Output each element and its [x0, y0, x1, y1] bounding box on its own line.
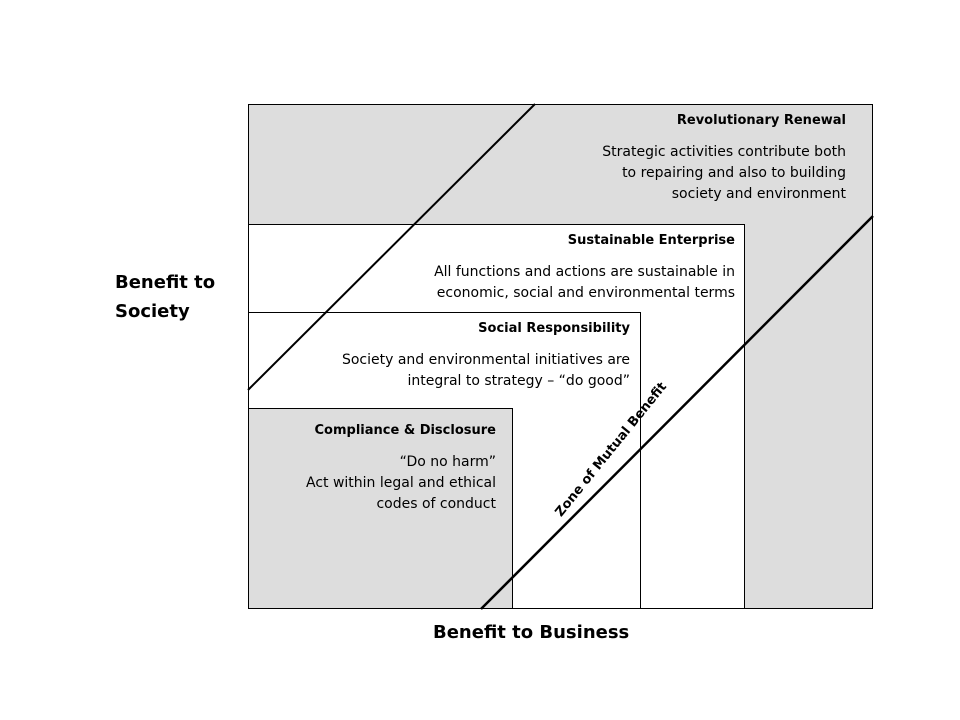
sustainable-enterprise-description: All functions and actions are sustainabl… — [434, 264, 735, 301]
upper-zone-boundary — [247, 103, 536, 391]
revolutionary-renewal-title: Revolutionary Renewal — [676, 113, 846, 128]
x-axis-label: Benefit to Business — [433, 622, 630, 643]
zone-of-mutual-benefit-label: Zone of Mutual Benefit — [553, 380, 670, 520]
y-axis-label: Benefit to Society — [115, 272, 216, 322]
social-responsibility-title: Social Responsibility — [478, 321, 630, 336]
lower-zone-boundary — [480, 215, 874, 610]
sustainable-enterprise-text: Sustainable Enterprise All functions and… — [395, 230, 735, 304]
revolutionary-renewal-text: Revolutionary Renewal Strategic activiti… — [546, 110, 846, 205]
compliance-disclosure-text: Compliance & Disclosure “Do no harm” Act… — [236, 420, 496, 515]
sustainable-enterprise-title: Sustainable Enterprise — [567, 233, 735, 248]
compliance-disclosure-region — [248, 408, 513, 609]
compliance-disclosure-title: Compliance & Disclosure — [314, 423, 496, 438]
social-responsibility-description: Society and environmental initiatives ar… — [341, 352, 630, 389]
revolutionary-renewal-description: Strategic activities contribute both to … — [602, 144, 846, 202]
compliance-disclosure-description: “Do no harm” Act within legal and ethica… — [305, 454, 496, 512]
social-responsibility-text: Social Responsibility Society and enviro… — [290, 318, 630, 392]
